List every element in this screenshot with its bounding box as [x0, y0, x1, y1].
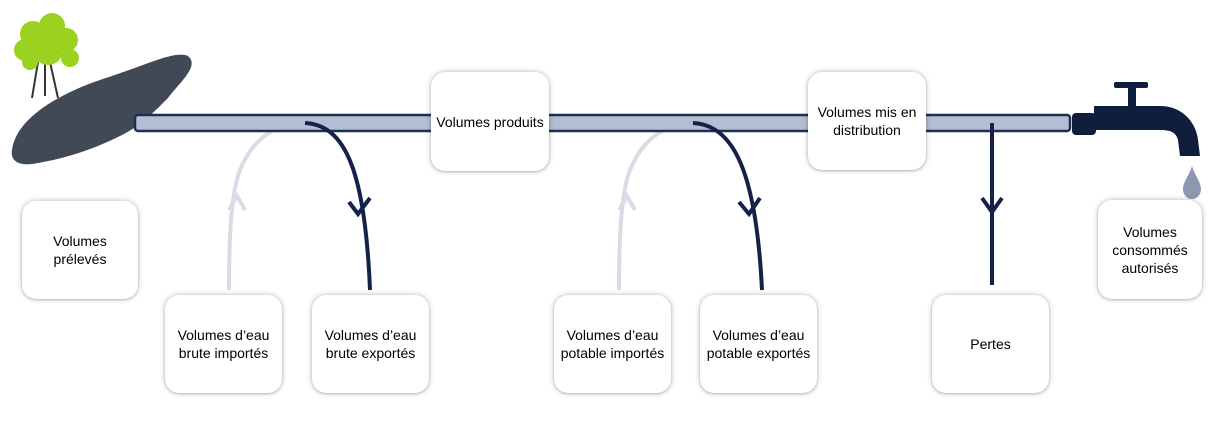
box-eau-potable-exportes: Volumes d’eau potable exportés — [700, 295, 817, 393]
label-volumes-produits: Volumes produits — [436, 113, 544, 130]
box-eau-potable-importes: Volumes d’eau potable importés — [554, 295, 671, 393]
water-drop-icon — [1183, 166, 1201, 199]
brute-import-arrow — [227, 122, 293, 291]
tree-icon — [14, 13, 79, 99]
label-eau-potable-importes: Volumes d’eau potable importés — [560, 327, 665, 361]
label-eau-brute-exportes: Volumes d’eau brute exportés — [324, 327, 417, 361]
label-pertes: Pertes — [970, 336, 1011, 352]
box-pertes: Pertes — [932, 295, 1049, 393]
losses-arrow — [980, 123, 1004, 285]
label-volumes-preleves: Volumes prélevés — [53, 233, 107, 267]
box-eau-brute-importes: Volumes d’eau brute importés — [165, 295, 282, 393]
tap-icon — [1072, 82, 1200, 156]
label-volumes-distribution: Volumes mis en distribution — [817, 104, 917, 138]
brute-export-arrow — [304, 121, 372, 291]
main-pipe — [133, 113, 1072, 133]
label-eau-brute-importes: Volumes d’eau brute importés — [177, 327, 270, 361]
lake-icon — [11, 54, 192, 165]
box-volumes-consommes: Volumes consommés autorisés — [1098, 200, 1202, 299]
potable-import-arrow — [617, 122, 683, 291]
box-volumes-preleves: Volumes prélevés — [22, 201, 138, 299]
potable-export-arrow — [692, 121, 764, 291]
label-eau-potable-exportes: Volumes d’eau potable exportés — [706, 327, 811, 361]
label-volumes-consommes: Volumes consommés autorisés — [1112, 223, 1188, 276]
box-volumes-produits: Volumes produits — [431, 72, 549, 171]
box-eau-brute-exportes: Volumes d’eau brute exportés — [312, 295, 429, 393]
box-volumes-distribution: Volumes mis en distribution — [808, 72, 926, 170]
